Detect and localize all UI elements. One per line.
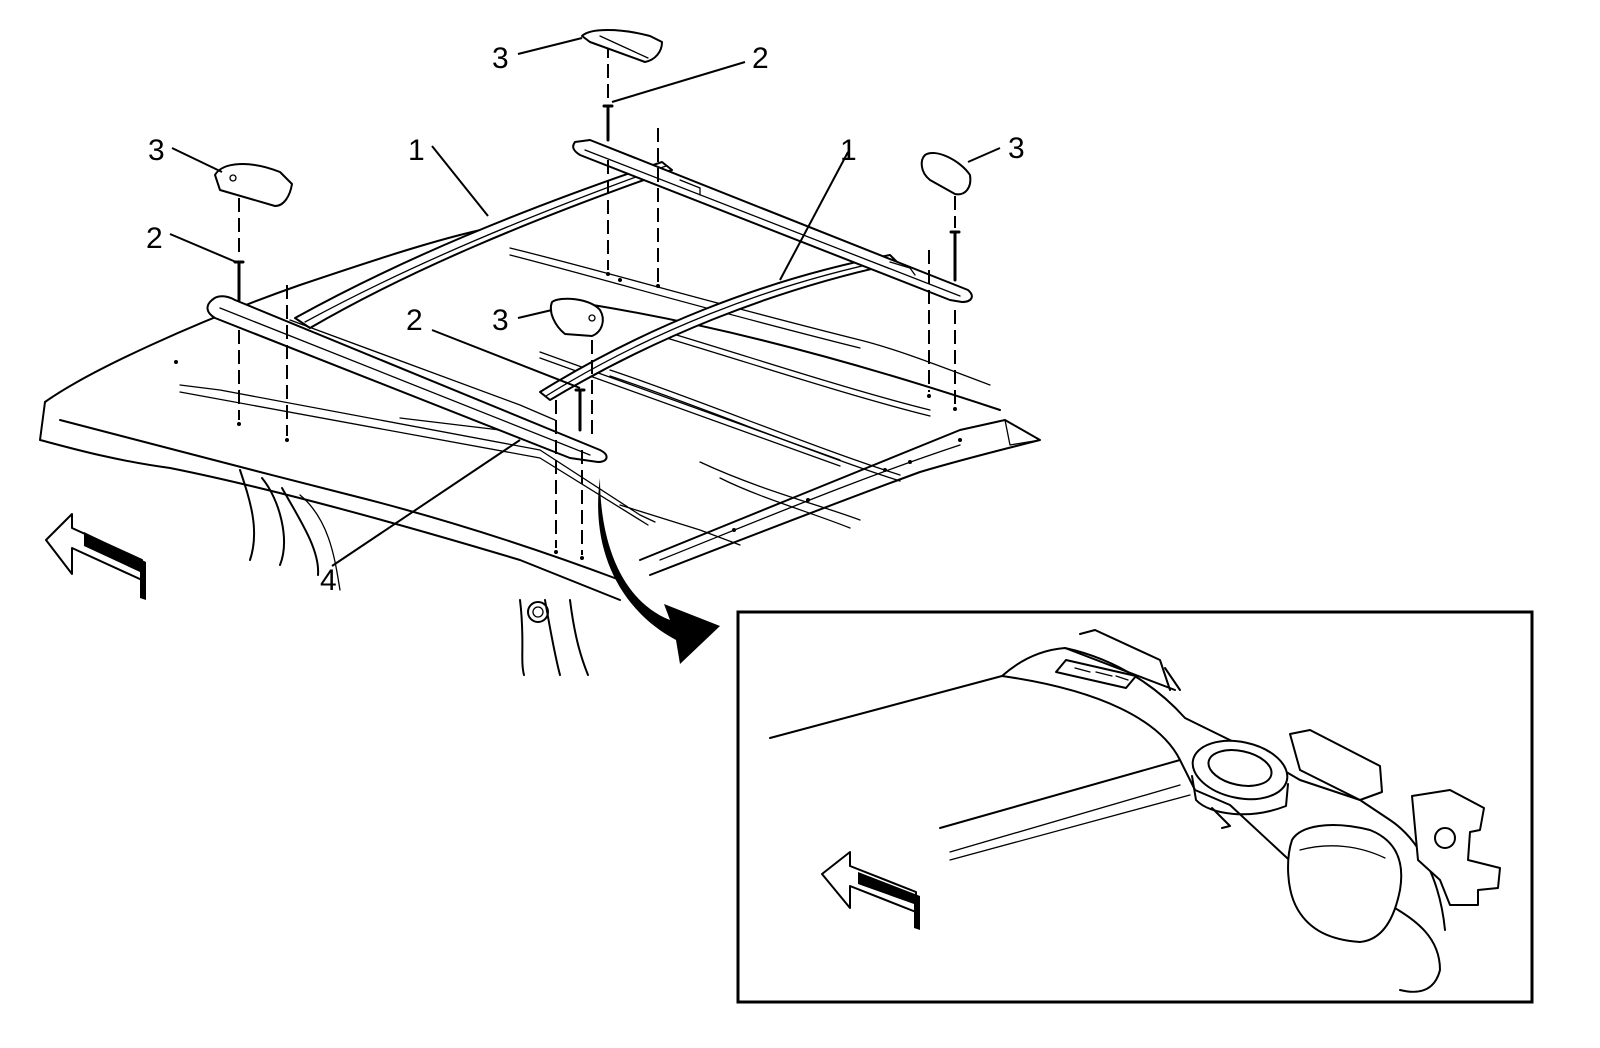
front-direction-arrow-icon	[821, 851, 920, 930]
fasteners	[233, 44, 961, 560]
callout-1: 1	[408, 134, 425, 167]
callout-3: 3	[492, 42, 509, 75]
end-cap-left	[214, 163, 293, 207]
callout-3: 3	[148, 134, 165, 167]
callout-1: 1	[840, 134, 857, 167]
detail-inset	[736, 610, 1534, 1004]
callout-2: 2	[752, 42, 769, 75]
cross-rail-front	[294, 161, 673, 329]
callout-3: 3	[492, 304, 509, 337]
end-cap-rear-top	[581, 29, 663, 63]
end-cap-right	[920, 152, 972, 196]
callout-4: 4	[320, 564, 337, 597]
callout-2: 2	[146, 222, 163, 255]
callout-3: 3	[1008, 132, 1025, 165]
side-rail-left-front	[206, 295, 608, 463]
front-direction-arrow-icon	[45, 513, 146, 600]
callout-leaders	[169, 37, 1001, 567]
curved-arrow-icon	[598, 478, 720, 664]
vehicle-roof	[39, 225, 1041, 676]
callout-2: 2	[406, 304, 423, 337]
end-cap-center	[549, 297, 604, 337]
side-rail-rear	[572, 139, 973, 303]
